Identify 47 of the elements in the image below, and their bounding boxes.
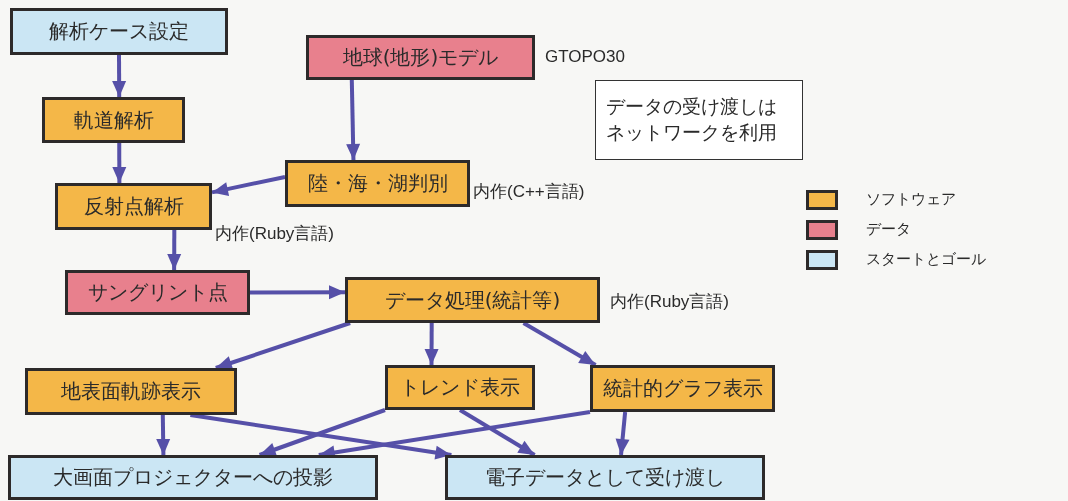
arrow: [258, 408, 386, 457]
data-box: [306, 35, 535, 80]
arrow: [424, 323, 439, 365]
arrow: [215, 321, 351, 370]
arrow: [112, 55, 127, 97]
arrow: [250, 285, 345, 300]
software-box: [55, 183, 212, 230]
arrow: [615, 411, 630, 456]
node-note: 内作(C++言語): [473, 181, 585, 203]
software-box: [385, 365, 535, 410]
arrow: [458, 408, 536, 457]
node-note: 内作(Ruby言語): [610, 291, 729, 313]
node-label: サングリント点: [87, 279, 228, 306]
arrow: [211, 174, 286, 196]
software-box: [590, 365, 775, 412]
legend-label: データ: [866, 220, 911, 239]
start-goal-box: [445, 455, 765, 500]
legend-label: スタートとゴール: [866, 250, 986, 269]
node-label: 統計的グラフ表示: [602, 375, 763, 402]
node-note: 内作(Ruby言語): [215, 223, 334, 245]
data-box: [65, 270, 250, 315]
arrow: [190, 413, 452, 460]
start-goal-box: [8, 455, 378, 500]
node-label: 地球(地形)モデル: [342, 44, 499, 71]
legend-label: ソフトウェア: [866, 190, 956, 209]
software-box: [25, 368, 237, 415]
node-label: 大画面プロジェクターへの投影: [53, 464, 333, 491]
node-label: 軌道解析: [73, 106, 154, 134]
node-label: 反射点解析: [83, 193, 184, 220]
arrow: [112, 143, 127, 183]
node-label: 解析ケース設定: [49, 18, 189, 45]
software-box: [42, 97, 185, 143]
node-note: GTOPO30: [545, 47, 625, 67]
note-text: データの受け渡しはネットワークを利用: [606, 94, 778, 145]
software-box: [345, 277, 600, 323]
arrow: [346, 79, 361, 161]
software-box: [285, 160, 470, 207]
arrow: [522, 321, 597, 367]
start-goal-box: [10, 8, 228, 55]
arrow: [167, 230, 182, 270]
arrow: [156, 414, 171, 456]
note-box: [595, 80, 803, 160]
node-label: データ処理(統計等): [384, 286, 561, 314]
node-label: 陸・海・湖判別: [307, 170, 448, 197]
node-label: 地表面軌跡表示: [61, 378, 201, 405]
node-label: トレンド表示: [400, 374, 520, 401]
node-label: 電子データとして受け渡し: [485, 464, 725, 491]
